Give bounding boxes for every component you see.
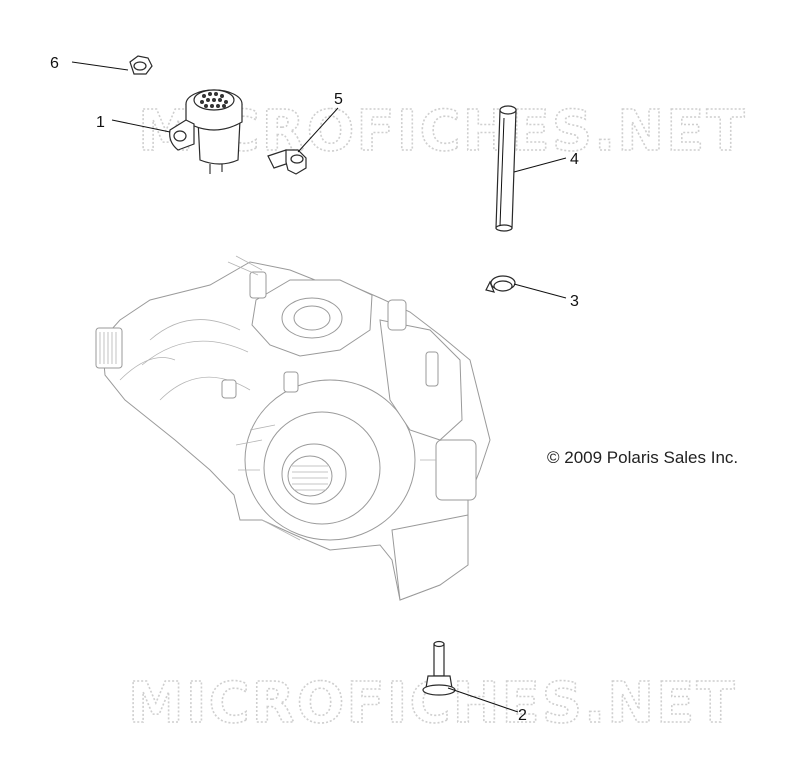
leader-lines (71, 61, 567, 713)
bolt-part (267, 149, 307, 175)
nut-part (129, 55, 153, 75)
callout-4: 4 (570, 151, 579, 168)
hose-part (495, 105, 517, 232)
callout-2: 2 (518, 707, 527, 724)
gearcase-assembly (95, 255, 491, 601)
callout-3: 3 (570, 293, 579, 310)
clamp-part (485, 275, 516, 293)
copyright-notice: © 2009 Polaris Sales Inc. (547, 448, 739, 467)
flange-bolt-part (422, 640, 456, 696)
callout-1: 1 (96, 114, 105, 131)
reservoir-part (169, 89, 243, 174)
callout-5: 5 (334, 91, 343, 108)
callout-6: 6 (50, 55, 59, 72)
